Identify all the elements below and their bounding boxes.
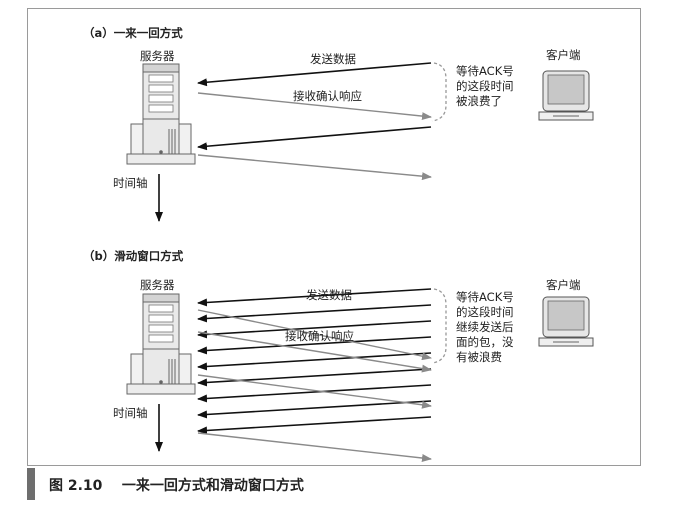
client-computer-icon (538, 296, 594, 347)
send-arrow (197, 368, 432, 387)
section-a-timeline-label: 时间轴 (113, 176, 148, 190)
send-arrow (197, 304, 432, 323)
send-arrow (197, 400, 432, 419)
server-icon (126, 63, 196, 165)
section-b-note-line: 有被浪费 (456, 350, 502, 364)
send-arrow (197, 352, 432, 371)
section-b-client-label: 客户端 (546, 278, 581, 292)
section-b-ack-label: 接收确认响应 (285, 329, 354, 343)
caption-number: 图 2.10 (49, 478, 103, 494)
client-computer-icon (538, 70, 594, 121)
section-a-send-label: 发送数据 (310, 52, 356, 66)
section-b-send-label: 发送数据 (306, 288, 352, 302)
section-b-note-line: 面的包，没 (456, 335, 514, 349)
section-a-title: （a）一来一回方式 (83, 26, 183, 40)
figure-caption: 图 2.10 一来一回方式和滑动窗口方式 (27, 468, 641, 500)
server-icon (126, 293, 196, 395)
send-arrow (197, 416, 432, 435)
caption-title: 一来一回方式和滑动窗口方式 (121, 478, 304, 494)
figure-frame: （a）一来一回方式 服务器 客户端 发送数据 接收确认响应 等待ACK号 的这段… (27, 8, 641, 466)
waiting-bracket (431, 288, 447, 364)
send-arrow (197, 320, 432, 339)
section-b-timeline-label: 时间轴 (113, 406, 148, 420)
section-b-note-line: 继续发送后 (456, 320, 514, 334)
section-b: （b）滑动窗口方式 服务器 客户端 发送数据 接收确认响应 等待ACK号 的这段… (83, 249, 594, 462)
send-arrow (197, 126, 432, 151)
section-b-title: （b）滑动窗口方式 (83, 249, 184, 263)
diagram-canvas: （a）一来一回方式 服务器 客户端 发送数据 接收确认响应 等待ACK号 的这段… (83, 26, 594, 462)
ack-arrow (197, 154, 432, 181)
ack-arrow (197, 92, 432, 121)
section-a-ack-label: 接收确认响应 (293, 89, 362, 103)
ack-arrow (197, 374, 432, 409)
section-a-server-label: 服务器 (140, 49, 175, 63)
send-arrow (197, 336, 432, 355)
section-a: （a）一来一回方式 服务器 客户端 发送数据 接收确认响应 等待ACK号 的这段… (83, 26, 594, 222)
section-a-note-line: 的这段时间 (456, 79, 514, 93)
section-b-server-label: 服务器 (140, 278, 175, 292)
caption-accent-bar (27, 468, 35, 500)
section-a-note-line: 被浪费了 (456, 94, 502, 108)
waiting-bracket (431, 62, 447, 122)
ack-arrow (197, 331, 432, 373)
section-b-arrows (197, 288, 432, 462)
section-a-client-label: 客户端 (546, 48, 581, 62)
caption-text: 图 2.10 一来一回方式和滑动窗口方式 (49, 475, 304, 495)
send-arrow (197, 288, 432, 307)
ack-arrow (197, 432, 432, 462)
section-a-note-line: 等待ACK号 (456, 64, 514, 78)
section-b-note-line: 等待ACK号 (456, 290, 514, 304)
send-arrow (197, 62, 432, 87)
section-b-note-line: 的这段时间 (456, 305, 514, 319)
ack-arrow (197, 309, 432, 361)
send-arrow (197, 384, 432, 403)
